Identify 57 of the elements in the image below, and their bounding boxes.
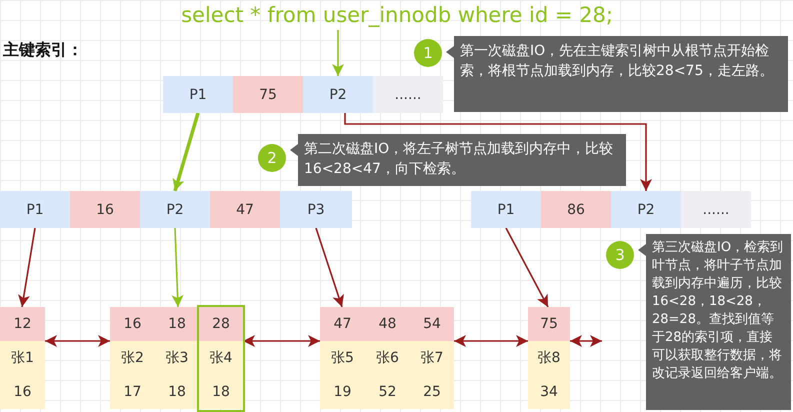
- step-number: 1: [414, 39, 442, 67]
- key-cell: 16: [110, 307, 155, 341]
- data-cell: 张8: [528, 341, 570, 375]
- index-cell: 47: [210, 191, 280, 228]
- data-cell: 25: [410, 375, 454, 409]
- arrow: [570, 335, 602, 347]
- arrow: [18, 228, 36, 308]
- data-cell: 17: [110, 375, 155, 409]
- heading: 主键索引：: [3, 40, 83, 61]
- index-cell: P2: [611, 191, 681, 228]
- step-number: 2: [258, 144, 286, 172]
- data-cell: 34: [528, 375, 570, 409]
- arrow: [172, 228, 184, 308]
- index-cell: P3: [280, 191, 352, 228]
- data-cell: 张2: [110, 341, 155, 375]
- callout-box: 第二次磁盘IO，将左子树节点加载到内存中，比较16<28<47，向下检索。: [290, 134, 626, 186]
- arrow: [172, 112, 200, 192]
- arrow: [315, 228, 344, 308]
- key-cell: 28: [199, 307, 243, 341]
- key-cell: 12: [0, 307, 45, 341]
- arrow: [505, 228, 549, 308]
- query-text: select * from user_innodb where id = 28;: [177, 0, 617, 30]
- key-cell: 18: [155, 307, 199, 341]
- data-cell: 张7: [410, 341, 454, 375]
- index-cell: 86: [541, 191, 611, 228]
- callout-box: 第一次磁盘IO，先在主键索引树中从根节点开始检索，将根节点加载到内存，比较28<75，走左路。: [446, 36, 788, 112]
- data-cell: 52: [365, 375, 410, 409]
- data-cell: 张5: [320, 341, 365, 375]
- data-cell: 张4: [199, 341, 243, 375]
- index-cell: P2: [140, 191, 210, 228]
- index-cell: 16: [70, 191, 140, 228]
- index-cell: ......: [681, 191, 751, 228]
- arrow: [45, 335, 110, 347]
- step-number: 3: [606, 241, 634, 269]
- arrow: [332, 30, 344, 76]
- arrow: [454, 335, 528, 347]
- index-cell: P1: [163, 76, 233, 113]
- arrow: [344, 113, 652, 191]
- data-cell: 张6: [365, 341, 410, 375]
- index-cell: P1: [471, 191, 541, 228]
- data-cell: 18: [199, 375, 243, 409]
- key-cell: 47: [320, 307, 365, 341]
- data-cell: 18: [155, 375, 199, 409]
- index-cell: ......: [373, 76, 443, 113]
- key-cell: 54: [410, 307, 454, 341]
- index-cell: P2: [303, 76, 373, 113]
- index-cell: 75: [233, 76, 303, 113]
- data-cell: 16: [0, 375, 45, 409]
- arrow: [243, 335, 320, 347]
- data-cell: 张1: [0, 341, 45, 375]
- key-cell: 48: [365, 307, 410, 341]
- index-cell: P1: [0, 191, 70, 228]
- highlight-frame: [199, 307, 243, 410]
- key-cell: 75: [528, 307, 570, 341]
- callout-box: 第三次磁盘IO，检索到叶节点，将叶子节点加载到内存中遍历，比较16<28，18<28，28=28。查找到值等于28的索引项，直接可以获取整行数据，将改记录返回给客户端。: [638, 234, 791, 410]
- data-cell: 张3: [155, 341, 199, 375]
- data-cell: 19: [320, 375, 365, 409]
